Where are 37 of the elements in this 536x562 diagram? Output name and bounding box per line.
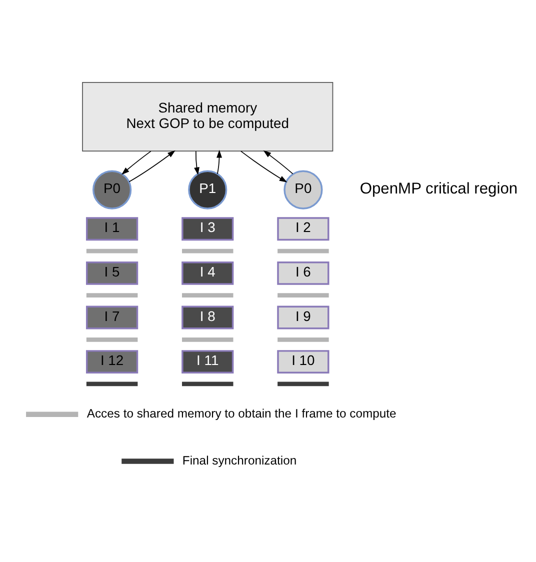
node-box: I 2: [277, 217, 330, 241]
node-bar: [182, 337, 234, 342]
legend-label: Final synchronization: [182, 453, 297, 468]
node-bar: [278, 382, 329, 386]
node-box: I 6: [277, 261, 330, 285]
node-box: I 7: [86, 306, 138, 330]
arrow: [263, 150, 294, 174]
node-bar: [86, 293, 138, 298]
node-box: I 3: [182, 217, 234, 241]
node-box: I 1: [86, 217, 138, 241]
node-box: I 8: [182, 306, 234, 330]
node-bar: [86, 337, 138, 342]
node-bar: [278, 337, 329, 342]
arrow: [194, 150, 200, 176]
node-bar: [182, 293, 234, 298]
node-box: I 9: [277, 306, 330, 330]
node-box: I 4: [182, 261, 234, 285]
arrow: [240, 150, 288, 182]
label: OpenMP critical region: [360, 180, 518, 198]
node-bar: [278, 248, 329, 254]
arrow: [216, 150, 222, 174]
node-bar: [278, 293, 329, 298]
arrow: [128, 150, 176, 182]
node-bar: [86, 382, 138, 386]
node-circle: P0: [92, 170, 132, 210]
node-box: I 5: [86, 261, 138, 285]
node-circle: P1: [188, 170, 228, 210]
node-box: Shared memory Next GOP to be computed: [82, 82, 334, 152]
legend-label: Acces to shared memory to obtain the I frame to compute: [86, 406, 396, 421]
node-box: I 10: [277, 350, 330, 374]
arrow: [121, 150, 152, 175]
node-box: I 11: [182, 350, 234, 374]
node-bar: [182, 248, 234, 254]
node-box: I 12: [86, 350, 138, 374]
node-circle: P0: [284, 170, 323, 210]
node-bar: [182, 382, 234, 386]
node-bar: [86, 248, 138, 254]
